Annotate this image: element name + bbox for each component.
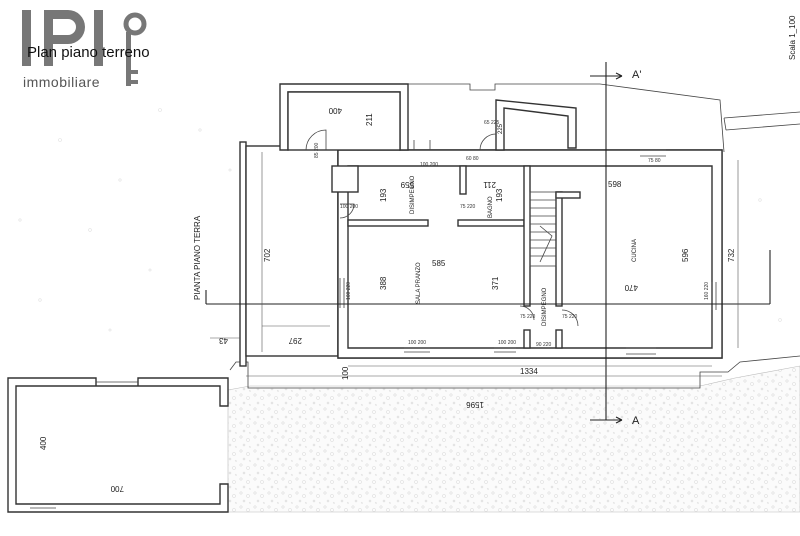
logo-icon [22,10,147,86]
terrain-edge-right [723,111,800,131]
house-wall-west [239,141,247,367]
garage-walls [7,377,229,513]
ne-room-walls [495,99,577,151]
interior-wall-5 [555,191,563,307]
outer-boundary [408,83,725,153]
interior-wall-4 [523,165,531,307]
plan-title: Plan piano terreno [27,44,150,61]
interior-wall-1 [347,219,429,227]
house-outer-floor [245,145,339,357]
windows [339,149,717,355]
interior-wall-2 [457,219,525,227]
interior-wall-9 [331,165,359,193]
interior-wall-6 [555,191,581,199]
north-room-floor [287,91,401,151]
interior-wall-3 [459,165,467,195]
staircase [529,191,557,267]
door-swings [305,129,579,327]
section-line [205,62,771,424]
company-subtitle: immobiliare [23,74,101,90]
main-block-walls [337,149,723,359]
background-texture [18,108,782,332]
interior-wall-8 [555,329,563,349]
gravel-terrain [227,365,800,513]
interior-wall-7 [523,329,531,349]
